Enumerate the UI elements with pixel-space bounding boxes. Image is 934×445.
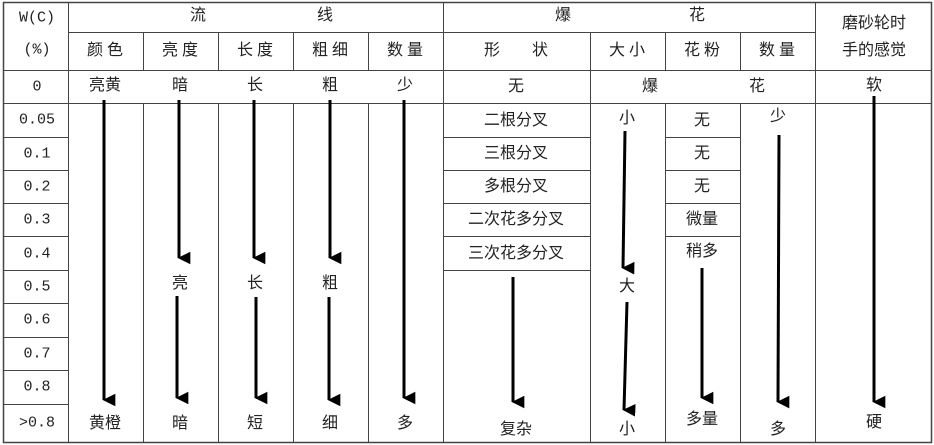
color-start: 亮黄 (88, 77, 122, 94)
arrow-down-icon (621, 130, 635, 275)
carbon-level: 0.05 (18, 111, 56, 129)
shape-value: 三次花多分叉 (467, 245, 565, 262)
shape-value: 复杂 (499, 421, 533, 438)
thickness-mid: 粗 (321, 275, 339, 292)
streamline-header: 流 (189, 7, 207, 24)
arrow-down-icon (622, 301, 636, 417)
col-brightness: 亮 度 (161, 42, 199, 59)
carbon-level: 0.7 (23, 345, 51, 363)
col-size: 大 小 (608, 42, 646, 59)
col-pollen: 花 粉 (683, 42, 721, 59)
shape-value: 多根分叉 (483, 178, 549, 195)
arrow-down-icon (776, 134, 790, 409)
grinding-header: 磨砂轮时 (841, 15, 907, 32)
no-spark-label: 花 (748, 78, 766, 95)
wc-header: W(C) (18, 9, 56, 27)
shape-value: 二根分叉 (483, 112, 549, 129)
spark-quantity-start: 少 (769, 108, 787, 125)
brightness-mid: 亮 (171, 275, 189, 292)
no-spark-label: 爆 (641, 78, 659, 95)
size-end: 小 (618, 421, 636, 438)
pollen-value: 多量 (685, 411, 719, 428)
shape-value: 二次花多分叉 (467, 211, 565, 228)
streamline-header: 线 (316, 7, 334, 24)
color-end: 黄橙 (88, 415, 122, 432)
shape-value: 三根分叉 (483, 145, 549, 162)
col-shape: 形 状 (483, 42, 549, 59)
col-thickness: 粗 细 (311, 42, 349, 59)
thickness-end: 细 (321, 415, 339, 432)
pollen-value: 稍多 (685, 243, 719, 260)
size-mid: 大 (618, 278, 636, 295)
col-length: 长 度 (236, 42, 274, 59)
wc-unit: (%) (23, 41, 51, 59)
grinding-end: 硬 (865, 414, 883, 431)
carbon-level: 0.8 (23, 378, 51, 396)
trend-arrows (102, 96, 886, 417)
col-spark-quantity: 数 量 (758, 42, 796, 59)
length-start: 长 (246, 77, 264, 94)
grinding-header: 手的感觉 (841, 42, 907, 59)
pollen-value: 无 (693, 145, 711, 162)
carbon-level: 0.1 (23, 145, 51, 163)
col-color: 颜 色 (86, 42, 124, 59)
carbon-level: 0.6 (23, 311, 51, 329)
length-end: 短 (246, 415, 264, 432)
carbon-level: 0 (32, 78, 42, 96)
brightness-start: 暗 (171, 77, 189, 94)
carbon-level: 0.5 (23, 278, 51, 296)
spark-header: 花 (688, 7, 706, 24)
spark-header: 爆 (554, 7, 572, 24)
brightness-end: 暗 (171, 415, 189, 432)
carbon-level: >0.8 (18, 414, 56, 432)
size-start: 小 (618, 110, 636, 127)
length-mid: 长 (246, 275, 264, 292)
quantity-start: 少 (396, 77, 414, 94)
pollen-value: 微量 (685, 211, 719, 228)
carbon-level: 0.3 (23, 211, 51, 229)
pollen-value: 无 (693, 112, 711, 129)
carbon-level: 0.2 (23, 178, 51, 196)
grinding-start: 软 (865, 77, 883, 94)
pollen-value: 无 (693, 178, 711, 195)
thickness-start: 粗 (321, 77, 339, 94)
col-quantity: 数 量 (386, 42, 424, 59)
carbon-level: 0.4 (23, 245, 51, 263)
quantity-end: 多 (396, 415, 414, 432)
shape-value: 无 (507, 78, 525, 95)
spark-quantity-end: 多 (769, 421, 787, 438)
